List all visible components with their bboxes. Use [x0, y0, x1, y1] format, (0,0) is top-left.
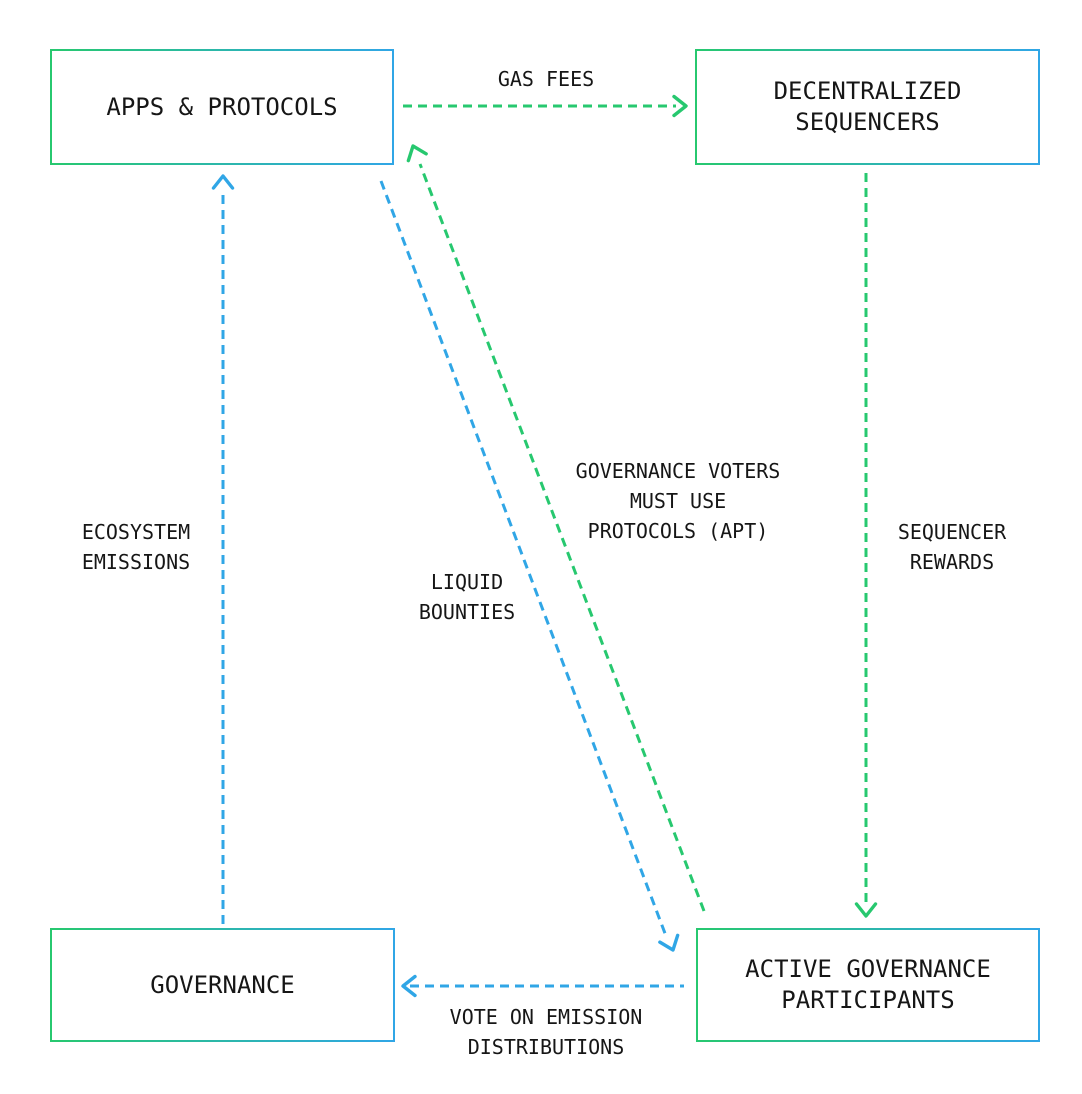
governance-voters-line	[418, 163, 706, 912]
node-label: DECENTRALIZED	[773, 77, 962, 105]
gas-fees-arrowhead-icon	[672, 94, 688, 118]
edge-label-liquid-bounties: LIQUID BOUNTIES	[419, 567, 515, 627]
edge-label-line: BOUNTIES	[418, 600, 516, 624]
node-label: PARTICIPANTS	[781, 986, 955, 1014]
edge-label-gas-fees: GAS FEES	[498, 64, 594, 94]
sequencer-rewards-arrowhead-icon	[854, 902, 878, 918]
edge-label-line: GOVERNANCE VOTERS	[575, 459, 781, 483]
governance-voters-arrowhead-icon	[406, 144, 428, 163]
ecosystem-emissions-arrowhead-icon	[211, 174, 235, 190]
vote-on-emission-arrowhead-icon	[401, 974, 417, 998]
node-label: APPS & PROTOCOLS	[106, 92, 338, 121]
edge-label-line: PROTOCOLS (APT)	[587, 519, 769, 543]
node-label: ACTIVE GOVERNANCE	[745, 955, 991, 983]
edge-label-ecosystem-emissions: ECOSYSTEM EMISSIONS	[82, 517, 190, 577]
edge-label-line: VOTE ON EMISSION	[449, 1005, 643, 1029]
node-label: GOVERNANCE	[150, 970, 295, 999]
edge-label-line: EMISSIONS	[81, 550, 191, 574]
node-label: SEQUENCERS	[795, 108, 940, 136]
node-decentralized-sequencers: DECENTRALIZED SEQUENCERS	[695, 49, 1040, 165]
liquid-bounties-arrowhead-icon	[658, 933, 680, 952]
edge-label-line: ECOSYSTEM	[81, 520, 191, 544]
edge-label-line: DISTRIBUTIONS	[467, 1035, 625, 1059]
edge-label-line: GAS FEES	[497, 67, 595, 91]
node-active-governance-participants: ACTIVE GOVERNANCE PARTICIPANTS	[696, 928, 1040, 1042]
liquid-bounties-line	[379, 180, 668, 937]
edge-label-line: MUST USE	[629, 489, 727, 513]
edge-label-line: SEQUENCER	[897, 520, 1007, 544]
node-apps-protocols: APPS & PROTOCOLS	[50, 49, 394, 165]
edge-label-line: LIQUID	[430, 570, 504, 594]
edge-label-vote-on-emission: VOTE ON EMISSION DISTRIBUTIONS	[450, 1002, 643, 1062]
edge-label-sequencer-rewards: SEQUENCER REWARDS	[898, 517, 1006, 577]
edge-label-line: REWARDS	[909, 550, 995, 574]
edge-label-governance-voters: GOVERNANCE VOTERS MUST USE PROTOCOLS (AP…	[576, 456, 781, 546]
node-governance: GOVERNANCE	[50, 928, 395, 1042]
